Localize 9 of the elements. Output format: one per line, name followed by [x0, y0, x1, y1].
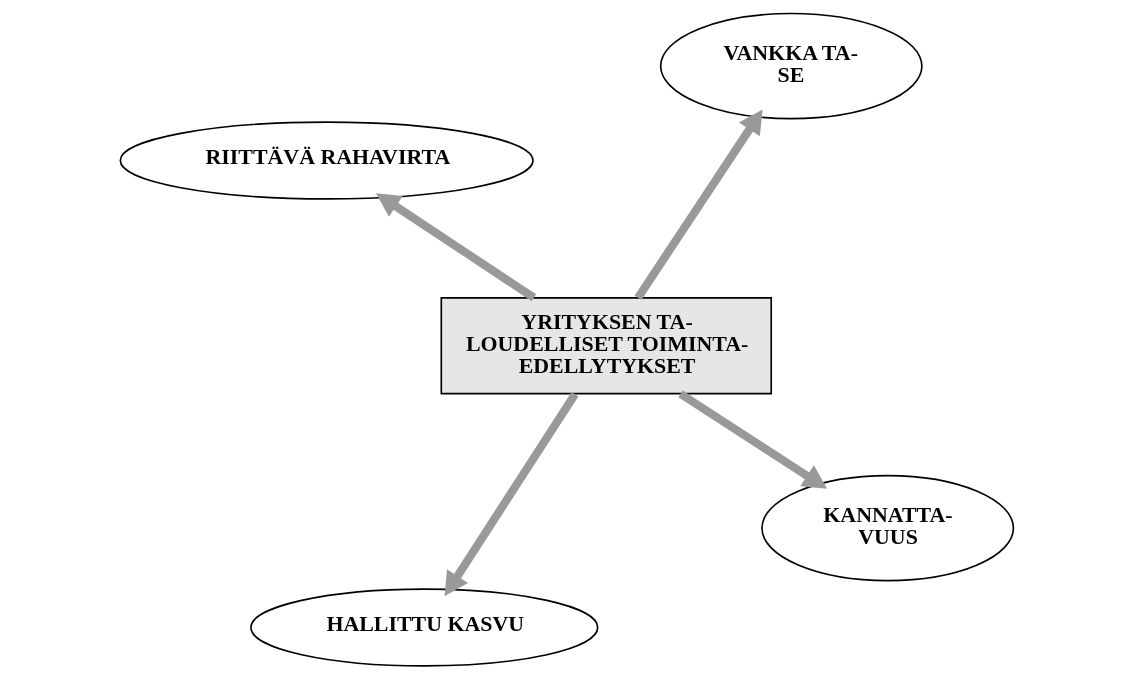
node-ellipse: KANNATTA- VUUS [760, 474, 1014, 582]
node-ellipse: RIITTÄVÄ RAHAVIRTA [119, 121, 534, 200]
arrow [634, 109, 763, 300]
node-ellipse: HALLITTU KASVU [249, 588, 598, 667]
node-ellipse: VANKKA TA- SE [659, 12, 923, 120]
arrow [444, 391, 578, 597]
arrow [677, 390, 827, 489]
node-box: YRITYKSEN TA- LOUDELLISET TOIMINTA- EDELLYTYKSET [439, 297, 772, 395]
arrow [375, 193, 536, 302]
